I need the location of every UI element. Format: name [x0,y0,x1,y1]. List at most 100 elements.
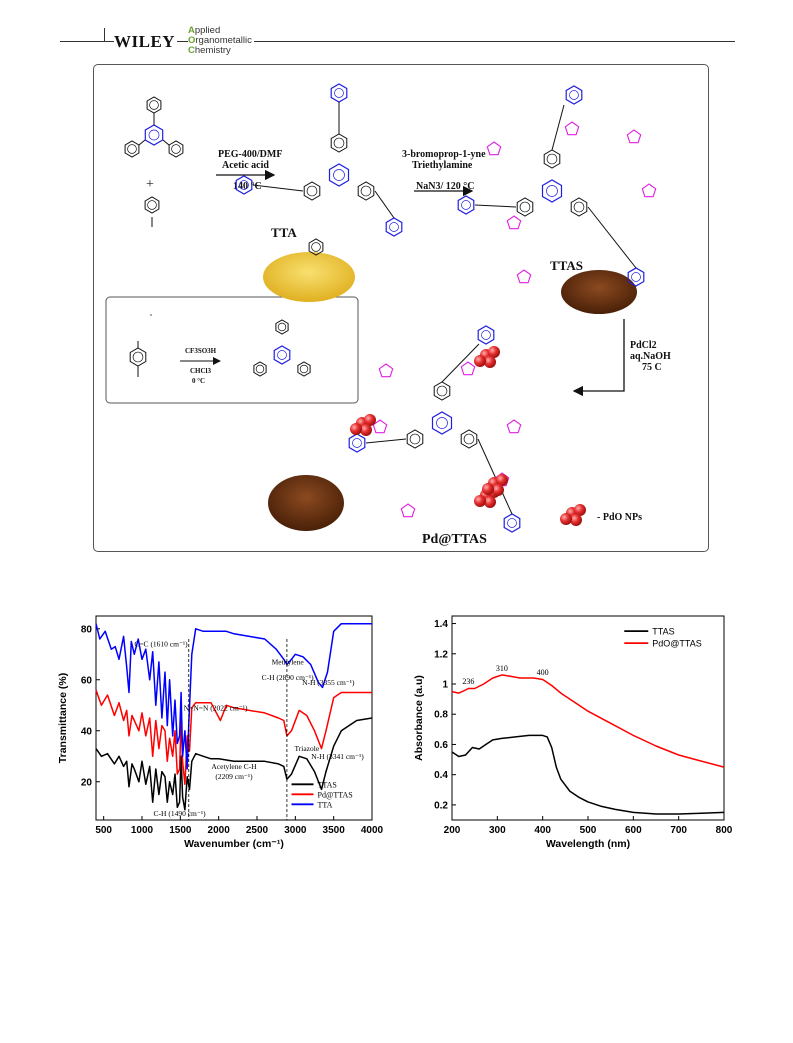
triazole-ring [626,129,642,144]
journal-line-1: Applied [188,25,221,36]
uv-y-axis-label: Absorbance (a.u) [413,675,425,761]
step3-base: aq.NaOH [630,351,671,362]
ir-annotation-3: N-H (3355 cm⁻¹) [302,678,355,687]
benzene-ring [330,133,348,153]
uv-legend-label: TTAS [652,627,674,637]
ir-legend-label: TTAS [318,780,337,789]
step3-reagent: PdCl2 [630,340,657,351]
triazine-ring [348,433,366,453]
step2-conditions: NaN3/ 120 °C [416,181,474,192]
ir-annotation-8: (2209 cm⁻¹) [215,772,253,781]
triazine-ring [541,179,563,203]
journal-header: WILEY Applied Organometallic Chemistry [0,0,793,60]
triazine-circle [277,350,287,360]
pd-ttas-powder-image [268,475,344,531]
benzene-ring [275,319,289,335]
benzene-ring [129,347,147,367]
ir-x-tick-label: 3000 [284,825,307,836]
label-tta: TTA [271,225,297,240]
triazine-circle [507,518,517,528]
aromatic-circle [299,364,309,374]
uv-x-tick-label: 200 [444,825,461,836]
uv-series-pdo-ttas [451,674,725,768]
aromatic-circle [147,200,157,210]
ir-series-tta [95,622,372,770]
uv-x-tick-label: 800 [716,825,733,836]
triazine-circle [389,222,399,232]
triazine-ring [385,217,403,237]
step1-solvent: PEG-400/DMF [218,149,282,160]
triazine-circle [631,272,641,282]
plus-sign: + [146,177,154,192]
ir-annotation-0: C=C (1610 cm⁻¹) [134,640,188,649]
uv-peak-label: 310 [496,664,508,673]
pdo-nanoparticle [350,423,362,435]
pdo-nanoparticle [484,496,496,508]
step3-temp: 75 C [642,362,662,373]
benzene-ring [543,149,561,169]
bond [587,206,637,269]
ir-annotation-9: C-H (1490 cm⁻¹) [154,809,207,818]
triazine-circle [569,90,579,100]
aromatic-circle [311,242,321,252]
pdo-nanoparticle [360,424,372,436]
triazole-ring [641,183,657,198]
ir-annotation-4: N=N=N (2022 cm⁻¹) [184,703,248,712]
uv-y-tick-label: 1.2 [434,649,448,660]
uv-y-tick-label: 0.8 [434,710,448,721]
ir-series [95,622,373,811]
ir-x-axis-label: Wavenumber (cm⁻¹) [184,838,284,850]
label-pd-ttas: Pd@TTAS [422,532,487,547]
triazine-ring [565,85,583,105]
inset-solvent: CHCl3 [190,367,212,375]
triazole-ring [400,503,416,518]
triazine-ring [457,195,475,215]
bond [162,139,170,146]
uv-x-tick-label: 300 [489,825,506,836]
triazine-ring [431,411,453,435]
ir-legend-label: Pd@TTAS [318,790,353,799]
uv-series-ttas [451,734,725,815]
triazine-ring [477,325,495,345]
triazine-ring [144,124,164,146]
pdo-nanoparticle [560,513,572,525]
aromatic-circle [277,322,287,332]
pdo-nanoparticle [482,483,494,495]
benzene-ring [168,140,184,158]
triazine-ring [328,163,350,187]
aromatic-circle [546,153,558,165]
label-ttas: TTAS [550,258,583,273]
triazine-circle [333,169,345,181]
benzene-ring [124,140,140,158]
benzene-ring [308,238,324,256]
benzene-ring [253,361,267,377]
ir-x-tick-label: 2000 [208,825,231,836]
ir-y-tick-label: 80 [81,624,93,635]
ir-annotation-2: C-H (2890 cm⁻¹) [262,673,315,682]
aromatic-circle [171,144,181,154]
ir-annotation-6: N-H (3341 cm⁻¹) [311,752,364,761]
triazole-ring [460,361,476,376]
triazine-circle [334,88,344,98]
bond [252,184,304,192]
aromatic-circle [436,385,448,397]
uv-y-tick-label: 0.2 [434,800,448,811]
aromatic-circle [132,351,144,363]
uv-y-tick-label: 0.4 [434,770,448,781]
benzene-ring [144,196,160,214]
ir-series-pd-ttas [95,689,372,786]
inset-acid: CF3SO3H [185,347,217,355]
journal-name: Applied Organometallic Chemistry [188,26,254,56]
triazole-ring [506,419,522,434]
aromatic-circle [306,185,318,197]
triazole-ring [506,215,522,230]
ir-x-tick-label: 1000 [131,825,154,836]
triazine-ring [503,513,521,533]
triazole-ring [516,269,532,284]
triazole-ring [378,363,394,378]
pdo-nanoparticle [484,356,496,368]
uv-y-tick-label: 0.6 [434,740,448,751]
